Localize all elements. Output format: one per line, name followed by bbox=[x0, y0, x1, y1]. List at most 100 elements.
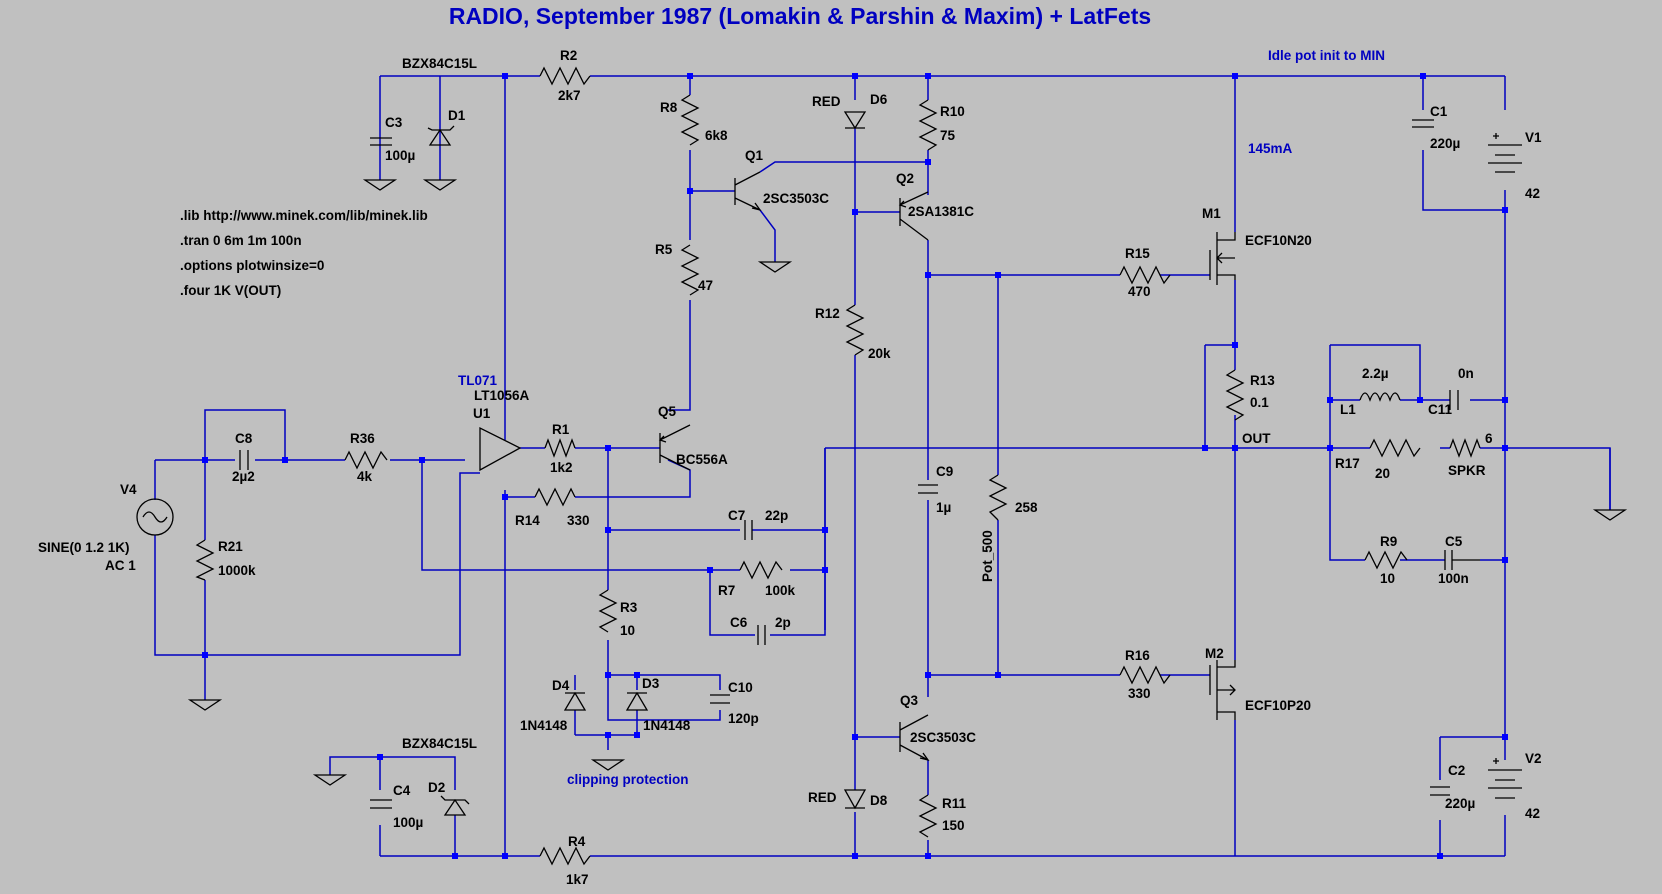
diode-d3 bbox=[625, 691, 649, 711]
r13-ref: R13 bbox=[1250, 373, 1275, 388]
r4-ref: R4 bbox=[568, 834, 586, 849]
r2-value: 2k7 bbox=[558, 88, 581, 103]
r5-ref: R5 bbox=[655, 242, 673, 257]
transistor-q5 bbox=[658, 424, 691, 471]
m1-ref: M1 bbox=[1202, 206, 1221, 221]
c6-value: 2p bbox=[775, 615, 791, 630]
resistor-r15 bbox=[1119, 265, 1171, 285]
resistor-r8 bbox=[680, 94, 700, 146]
capacitor-c10 bbox=[710, 694, 730, 704]
c10-ref: C10 bbox=[728, 680, 753, 695]
c7-value: 22p bbox=[765, 508, 788, 523]
capacitor-c7 bbox=[744, 520, 753, 540]
r14-ref: R14 bbox=[515, 513, 540, 528]
c6-ref: C6 bbox=[730, 615, 748, 630]
opamp-u1 bbox=[479, 426, 522, 472]
d3-ref: D3 bbox=[642, 676, 660, 691]
d1-value: BZX84C15L bbox=[402, 56, 477, 71]
r9-value: 10 bbox=[1380, 571, 1395, 586]
resistor-r11 bbox=[918, 794, 938, 838]
v4-ref: V4 bbox=[120, 482, 137, 497]
c9-ref: C9 bbox=[936, 464, 953, 479]
u1-value: LT1056A bbox=[474, 388, 530, 403]
c4-value: 100µ bbox=[393, 815, 423, 830]
resistor-r5 bbox=[680, 244, 700, 296]
resistor-r36 bbox=[344, 450, 388, 470]
r8-ref: R8 bbox=[660, 100, 678, 115]
r15-value: 470 bbox=[1128, 284, 1151, 299]
note-tl071: TL071 bbox=[458, 373, 498, 388]
v2-value: 42 bbox=[1525, 806, 1540, 821]
resistor-r9 bbox=[1364, 550, 1408, 570]
resistor-r3 bbox=[598, 589, 618, 633]
v4-value: SINE(0 1.2 1K) bbox=[38, 540, 130, 555]
capacitor-c11 bbox=[1449, 390, 1459, 410]
junctions bbox=[202, 73, 1508, 859]
resistor-r13 bbox=[1225, 369, 1245, 421]
r14-value: 330 bbox=[567, 513, 590, 528]
c7-ref: C7 bbox=[728, 508, 745, 523]
r15-ref: R15 bbox=[1125, 246, 1150, 261]
transistor-q1 bbox=[734, 171, 762, 212]
directive-four: .four 1K V(OUT) bbox=[180, 283, 281, 298]
r10-value: 75 bbox=[940, 128, 956, 143]
r36-value: 4k bbox=[357, 469, 373, 484]
c9-value: 1µ bbox=[936, 500, 951, 515]
q1-value: 2SC3503C bbox=[763, 191, 829, 206]
q5-value: BC556A bbox=[676, 452, 728, 467]
inductor-l1 bbox=[1359, 392, 1401, 402]
r1-ref: R1 bbox=[552, 422, 570, 437]
pot-ref: Pot_500 bbox=[980, 530, 995, 582]
r11-value: 150 bbox=[942, 818, 965, 833]
capacitor-c1 bbox=[1412, 119, 1434, 128]
c2-value: 220µ bbox=[1445, 796, 1475, 811]
v2-ref: V2 bbox=[1525, 751, 1542, 766]
zener-d2 bbox=[440, 795, 470, 816]
note-idle-pot: Idle pot init to MIN bbox=[1268, 48, 1385, 63]
r7-value: 100k bbox=[765, 583, 796, 598]
r4-value: 1k7 bbox=[566, 872, 589, 887]
q2-value: 2SA1381C bbox=[908, 204, 974, 219]
r2-ref: R2 bbox=[560, 48, 577, 63]
c8-ref: C8 bbox=[235, 431, 253, 446]
wires bbox=[154, 75, 1611, 857]
mosfet-m2 bbox=[1209, 660, 1236, 720]
q3-ref: Q3 bbox=[900, 693, 919, 708]
capacitor-c2 bbox=[1430, 786, 1450, 796]
r9-ref: R9 bbox=[1380, 534, 1397, 549]
mosfet-m1 bbox=[1209, 232, 1236, 285]
l1-value: 2.2µ bbox=[1362, 366, 1389, 381]
note-current: 145mA bbox=[1248, 141, 1293, 156]
c2-ref: C2 bbox=[1448, 763, 1465, 778]
c5-ref: C5 bbox=[1445, 534, 1463, 549]
r11-ref: R11 bbox=[942, 796, 967, 811]
r16-ref: R16 bbox=[1125, 648, 1150, 663]
components bbox=[136, 66, 1628, 866]
q2-ref: Q2 bbox=[896, 171, 914, 186]
c11-value: 0n bbox=[1458, 366, 1474, 381]
resistor-r2 bbox=[539, 66, 591, 86]
directive-tran: .tran 0 6m 1m 100n bbox=[180, 233, 302, 248]
r10-ref: R10 bbox=[940, 104, 965, 119]
r13-value: 0.1 bbox=[1250, 395, 1269, 410]
c8-value: 2µ2 bbox=[232, 469, 255, 484]
resistor-pot bbox=[988, 474, 1008, 521]
r5-value: 47 bbox=[698, 278, 713, 293]
capacitor-c6 bbox=[757, 625, 766, 645]
d4-value: 1N4148 bbox=[520, 718, 568, 733]
r21-value: 1000k bbox=[218, 563, 256, 578]
net-out-label: OUT bbox=[1242, 431, 1271, 446]
directive-options: .options plotwinsize=0 bbox=[180, 258, 324, 273]
v1-ref: V1 bbox=[1525, 130, 1542, 145]
r21-ref: R21 bbox=[218, 539, 243, 554]
d2-ref: D2 bbox=[428, 780, 445, 795]
led-d8 bbox=[843, 789, 867, 810]
c4-ref: C4 bbox=[393, 783, 411, 798]
spkr-value: 6 bbox=[1485, 431, 1493, 446]
note-clipping: clipping protection bbox=[567, 772, 689, 787]
c11-ref: C11 bbox=[1428, 402, 1453, 417]
r17-value: 20 bbox=[1375, 466, 1390, 481]
resistor-r10 bbox=[918, 99, 938, 151]
capacitor-c9 bbox=[918, 484, 938, 494]
d1-ref: D1 bbox=[448, 108, 466, 123]
